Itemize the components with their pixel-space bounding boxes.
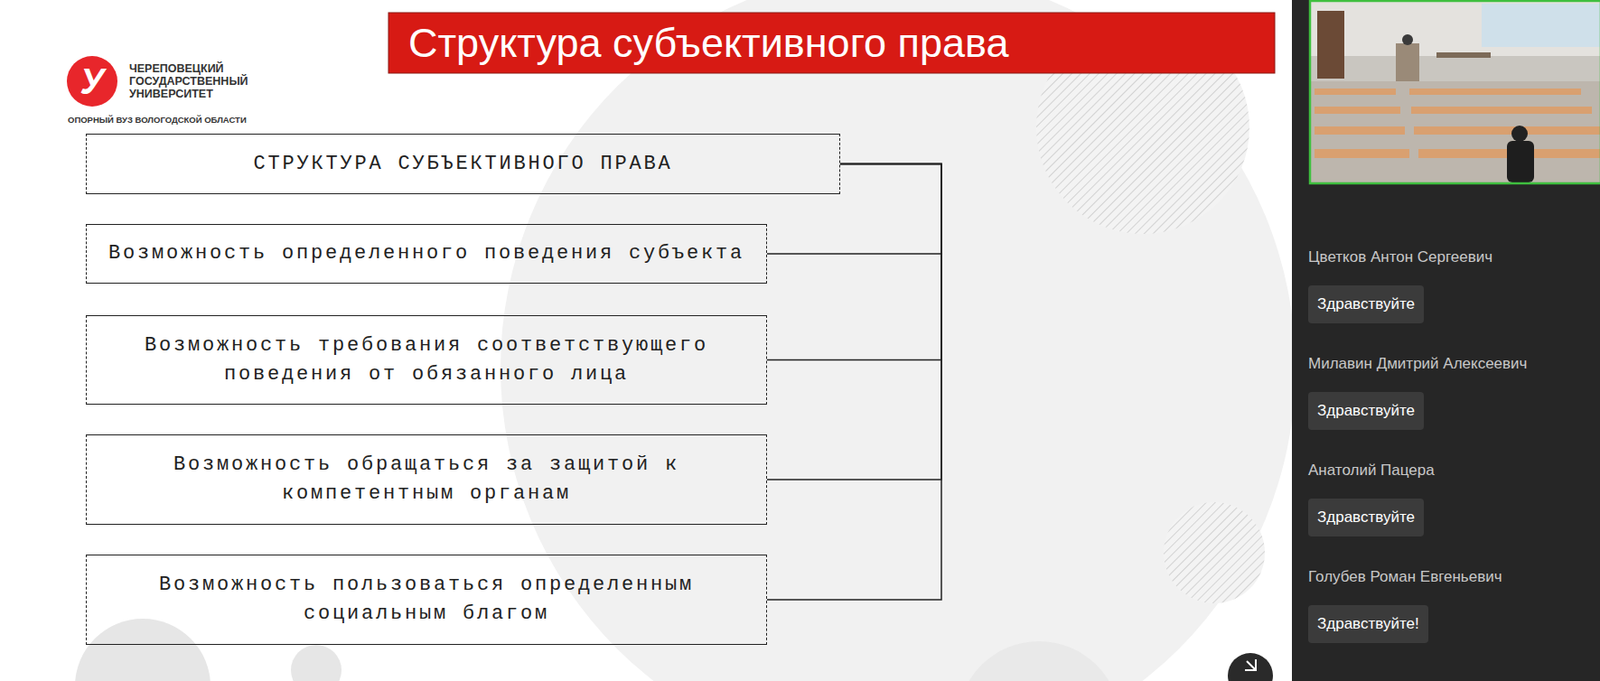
structure-box: Возможность требования соответствующего … (85, 315, 768, 405)
box-text: Возможность обращаться за защитой к комп… (99, 450, 754, 509)
chat-bubble: Здравствуйте (1308, 285, 1424, 324)
participant-name: Милавин Дмитрий Алексеевич (1308, 355, 1527, 374)
participant-name: Цветков Антон Сергеевич (1308, 248, 1493, 267)
box-text: Возможность требования соответствующего … (99, 331, 754, 390)
chat-bubble: Здравствуйте! (1308, 605, 1429, 644)
structure-box: Возможность обращаться за защитой к комп… (85, 434, 768, 525)
participant-name: Голубев Роман Евгеньевич (1308, 568, 1503, 587)
box-text: Возможность определенного поведения субъ… (108, 239, 745, 269)
bracket-connector (767, 164, 942, 255)
chat-message: Здравствуйте (1317, 295, 1415, 314)
box-text: Возможность пользоваться определенным со… (99, 570, 754, 629)
box-text: СТРУКТУРА СУБЪЕКТИВНОГО ПРАВА (252, 149, 673, 179)
structure-box: СТРУКТУРА СУБЪЕКТИВНОГО ПРАВА (85, 133, 841, 195)
chat-message: Здравствуйте (1317, 508, 1415, 527)
structure-box: Возможность пользоваться определенным со… (85, 554, 768, 646)
structure-box: Возможность определенного поведения субъ… (85, 224, 768, 284)
bracket-connector (767, 164, 942, 481)
bracket-connector (767, 164, 942, 601)
university-name: ЧЕРЕПОВЕЦКИЙ ГОСУДАРСТВЕННЫЙ УНИВЕРСИТЕТ (129, 62, 249, 101)
logo-letter: У (72, 57, 113, 105)
chat-bubble: Здравствуйте (1308, 498, 1424, 537)
slide-title: Структура субъективного права (408, 12, 1009, 74)
chat-message: Здравствуйте (1317, 402, 1415, 421)
university-subtitle: ОПОРНЫЙ ВУЗ ВОЛОГОДСКОЙ ОБЛАСТИ (67, 114, 247, 125)
chat-bubble: Здравствуйте (1308, 392, 1424, 431)
participant-name: Анатолий Пацера (1308, 461, 1435, 480)
chat-message: Здравствуйте! (1317, 615, 1420, 634)
